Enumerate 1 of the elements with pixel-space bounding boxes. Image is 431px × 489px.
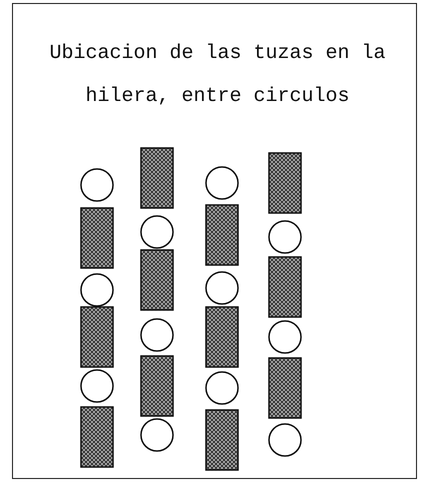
- title: Ubicacion de las tuzas en la hilera, entre circulos: [48, 41, 387, 110]
